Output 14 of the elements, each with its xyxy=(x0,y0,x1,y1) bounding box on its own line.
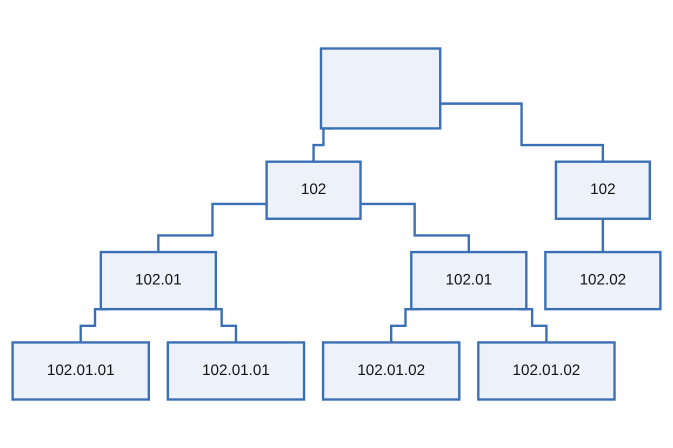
node-box: 102.01 xyxy=(100,250,218,310)
node-box: 102 xyxy=(554,160,651,220)
node-box: 102.01.01 xyxy=(166,341,306,401)
connector xyxy=(440,102,604,163)
node-box: 102.01.02 xyxy=(477,341,616,401)
connector xyxy=(602,218,604,254)
connector xyxy=(157,202,267,254)
node-box: 102.01.02 xyxy=(322,341,460,401)
node-box: 102.01 xyxy=(410,250,528,310)
connector xyxy=(360,202,470,254)
node-box: 102.02 xyxy=(544,250,662,310)
node-box: 102.01.01 xyxy=(11,341,150,401)
node-box: 102 xyxy=(265,160,362,220)
node-box xyxy=(320,47,442,130)
